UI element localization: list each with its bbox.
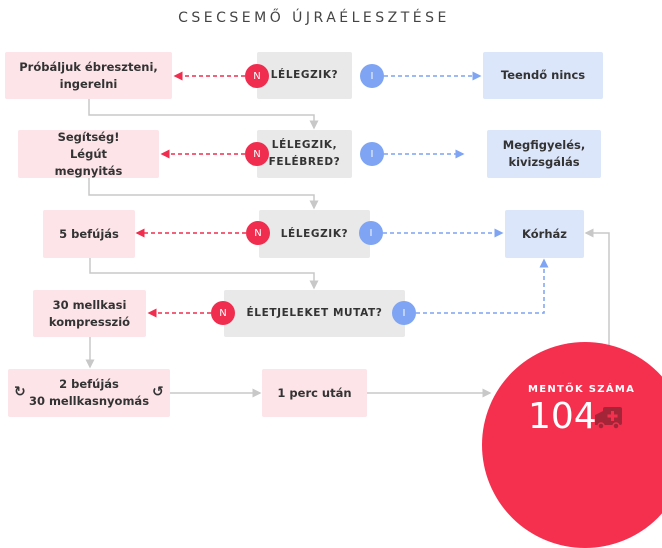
outcome-box: Kórház — [505, 210, 584, 258]
yes-badge: I — [360, 64, 384, 88]
ambulance-icon — [595, 407, 622, 430]
question-box: LÉLEGZIK? — [259, 210, 370, 258]
connector — [89, 257, 319, 290]
cycle-box: 2 befújás 30 mellkasnyomás — [8, 369, 170, 417]
connector — [584, 228, 610, 350]
action-box: Próbáljuk ébreszteni, ingerelni — [5, 52, 172, 99]
question-box: LÉLEGZIK? — [257, 52, 352, 99]
rotate-right-icon: ↺ — [152, 384, 164, 400]
no-badge: N — [245, 142, 269, 166]
emergency-label: MENTŐK SZÁMA — [528, 384, 636, 395]
cycle-line-2: 30 mellkasnyomás — [28, 394, 150, 408]
outcome-box: Megfigyelés, kivizsgálás — [487, 130, 601, 178]
no-badge: N — [245, 64, 269, 88]
rotate-left-icon: ↻ — [14, 384, 26, 400]
action-box: Segítség! Légút megnyitás — [18, 130, 159, 178]
question-box: LÉLEGZIK, FELÉBRED? — [257, 130, 352, 178]
no-badge: N — [246, 221, 270, 245]
emergency-number[interactable]: 104 — [528, 396, 597, 437]
connector — [88, 178, 319, 210]
page-title: CSECSEMŐ ÚJRAÉLESZTÉSE — [178, 10, 450, 26]
no-badge: N — [211, 301, 235, 325]
after-box: 1 perc után — [262, 369, 367, 417]
yes-badge: I — [392, 301, 416, 325]
connector — [88, 99, 319, 130]
cycle-line-1: 2 befújás — [59, 377, 119, 391]
outcome-box: Teendő nincs — [483, 52, 603, 99]
question-box: ÉLETJELEKET MUTAT? — [224, 290, 405, 337]
action-box: 30 mellkasi kompresszió — [33, 290, 146, 337]
yes-badge: I — [359, 221, 383, 245]
yes-badge: I — [360, 142, 384, 166]
action-box: 5 befújás — [43, 210, 135, 258]
connectors — [85, 71, 610, 398]
yes-arrow — [416, 258, 549, 314]
